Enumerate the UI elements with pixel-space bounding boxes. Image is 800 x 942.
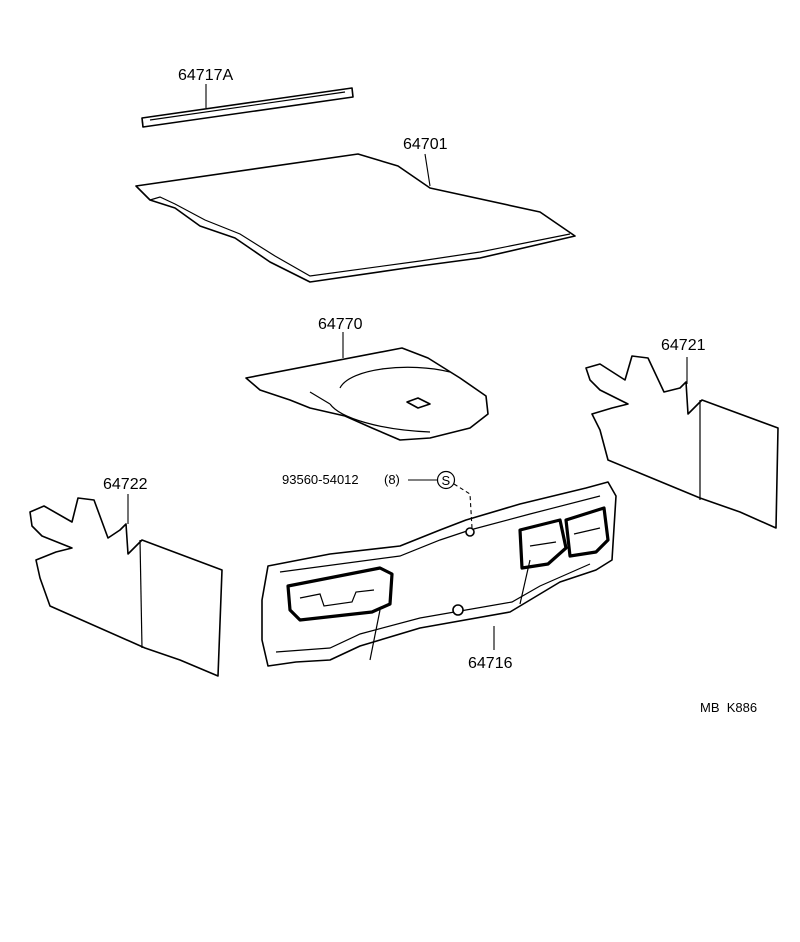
label-64717A: 64717A [178,67,233,84]
part-64721: 64721 [585,337,779,529]
fastener-part-number: 93560-54012 [282,472,359,487]
part-64717A: 64717A [141,67,354,128]
part-64701: 64701 [135,136,576,283]
part-64716: 64716 [261,481,617,672]
fastener-quantity: (8) [384,472,400,487]
part-64722: 64722 [29,476,223,677]
label-64721: 64721 [661,337,706,354]
part-64770: 64770 [245,316,489,441]
fastener-symbol: S [442,473,451,488]
label-64770: 64770 [318,316,363,333]
diagram-code: MB K886 [700,700,757,715]
fastener-callout: 93560-54012 (8) S [282,470,473,529]
s-symbol-icon [436,470,456,490]
label-64701: 64701 [403,136,448,153]
label-64716: 64716 [468,655,513,672]
label-64722: 64722 [103,476,148,493]
